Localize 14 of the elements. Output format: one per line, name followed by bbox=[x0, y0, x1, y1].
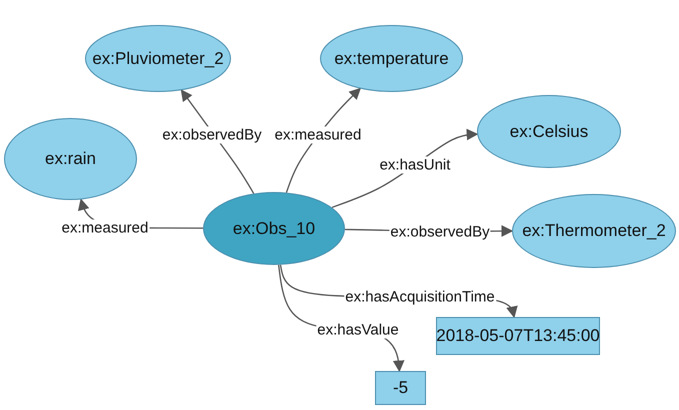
literal-box: 2018-05-07T13:45:00 bbox=[436, 317, 600, 355]
resource-ellipse: ex:temperature bbox=[320, 25, 463, 92]
resource-ellipse: ex:Pluviometer_2 bbox=[85, 25, 231, 92]
edge-label: ex:hasValue bbox=[316, 322, 400, 338]
edge-label: ex:observedBy bbox=[161, 126, 263, 144]
resource-ellipse: ex:rain bbox=[4, 118, 137, 200]
edge-label: ex:measured bbox=[274, 126, 362, 144]
edge-label: ex:observedBy bbox=[389, 224, 491, 240]
resource-ellipse: ex:Celsius bbox=[477, 95, 621, 168]
resource-ellipse: ex:Thermometer_2 bbox=[512, 194, 676, 268]
literal-box: -5 bbox=[375, 371, 426, 405]
resource-ellipse: ex:Obs_10 bbox=[203, 192, 345, 265]
edge-label: ex:hasAcquisitionTime bbox=[344, 288, 496, 306]
edge-label: ex:hasUnit bbox=[378, 156, 452, 174]
